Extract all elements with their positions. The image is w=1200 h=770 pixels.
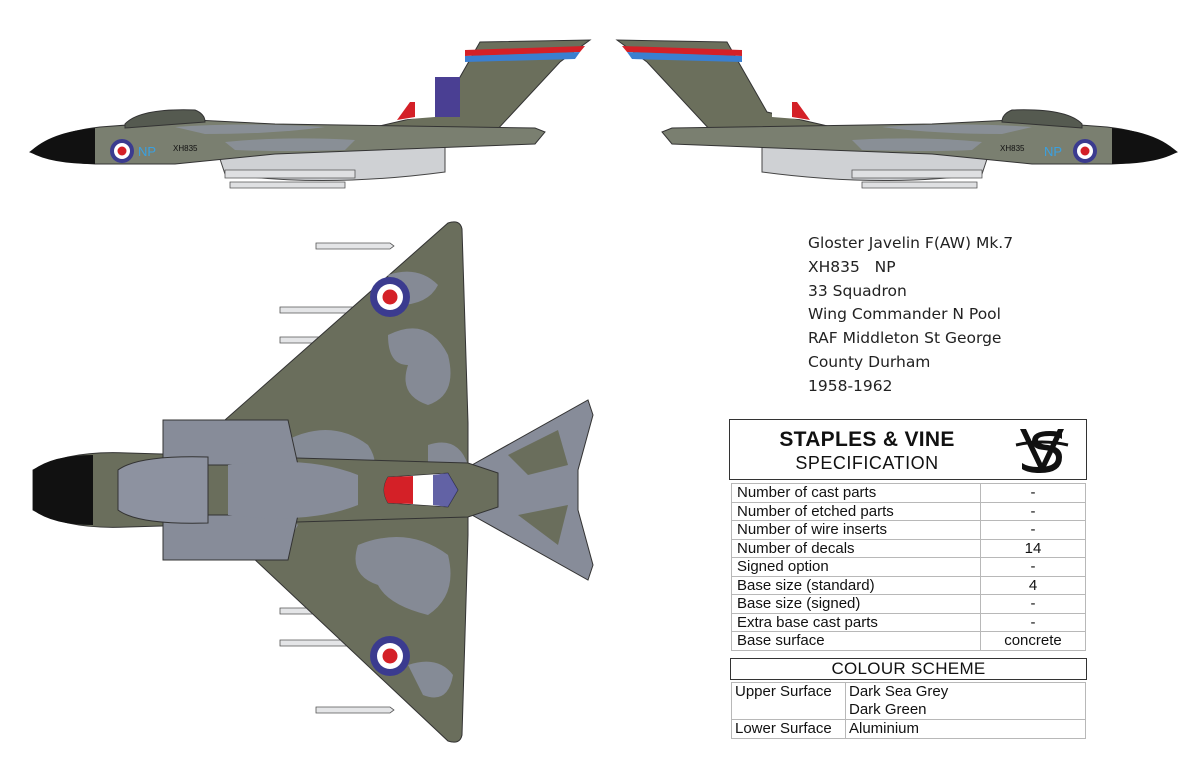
lower-surface-label: Lower Surface xyxy=(731,719,846,739)
side-right-missiles xyxy=(851,169,983,189)
spec-label: Number of cast parts xyxy=(731,483,981,503)
spec-header: STAPLES & VINE SPECIFICATION xyxy=(729,419,1087,480)
side-view-left: NP XH835 xyxy=(29,39,592,189)
side-left-canopy xyxy=(124,109,206,129)
plan-view xyxy=(32,221,594,743)
spec-label: Number of decals xyxy=(731,538,981,558)
table-row: Number of wire inserts- xyxy=(731,520,1086,540)
aircraft-info: Gloster Javelin F(AW) Mk.7 XH835 NP 33 S… xyxy=(808,232,1108,399)
side-right-nose xyxy=(1112,128,1177,164)
upper-surface-label: Upper Surface xyxy=(731,682,846,720)
spec-label: Signed option xyxy=(731,557,981,577)
spec-label: Extra base cast parts xyxy=(731,612,981,632)
staples-vine-monogram-icon xyxy=(1015,429,1069,473)
side-left-code: NP xyxy=(138,144,156,159)
spec-value: - xyxy=(980,483,1086,503)
table-row: Upper Surface Dark Sea Grey Dark Green xyxy=(731,682,1086,720)
spec-value: - xyxy=(980,557,1086,577)
spec-value: - xyxy=(980,612,1086,632)
plan-roundel-lower xyxy=(370,636,410,676)
side-left-missiles xyxy=(224,169,356,189)
aircraft-pilot: Wing Commander N Pool xyxy=(808,305,1001,324)
plan-nose xyxy=(33,455,93,525)
side-right-serial: XH835 xyxy=(1000,144,1025,153)
side-left-serial: XH835 xyxy=(173,144,198,153)
spec-value: concrete xyxy=(980,631,1086,651)
colour-scheme-title: COLOUR SCHEME xyxy=(730,658,1087,680)
table-row: Base size (standard)4 xyxy=(731,575,1086,595)
side-view-right: NP XH835 xyxy=(615,39,1178,189)
lower-surface-colour: Aluminium xyxy=(845,719,1086,739)
side-left-nose xyxy=(30,128,95,164)
spec-value: 4 xyxy=(980,575,1086,595)
spec-label: Number of wire inserts xyxy=(731,520,981,540)
table-row: Base size (signed)- xyxy=(731,594,1086,614)
spec-table: Number of cast parts- Number of etched p… xyxy=(731,483,1086,651)
table-row: Signed option- xyxy=(731,557,1086,577)
table-row: Extra base cast parts- xyxy=(731,612,1086,632)
aircraft-squadron: 33 Squadron xyxy=(808,281,907,300)
side-right-canopy xyxy=(1001,109,1083,129)
spec-label: Number of etched parts xyxy=(731,501,981,521)
spec-label: Base size (standard) xyxy=(731,575,981,595)
upper-colour-2: Dark Green xyxy=(849,701,927,718)
aircraft-years: 1958-1962 xyxy=(808,376,893,395)
spec-label: Base surface xyxy=(731,631,981,651)
brand-title: STAPLES & VINE xyxy=(779,428,955,451)
spec-subtitle: SPECIFICATION xyxy=(795,453,939,473)
upper-surface-colours: Dark Sea Grey Dark Green xyxy=(845,682,1086,720)
spec-value: - xyxy=(980,520,1086,540)
spec-value: - xyxy=(980,501,1086,521)
aircraft-type: Gloster Javelin F(AW) Mk.7 xyxy=(808,234,1014,252)
plan-canopy xyxy=(117,456,209,524)
aircraft-base: RAF Middleton St George xyxy=(808,329,1002,348)
spec-value: - xyxy=(980,594,1086,614)
side-right-code: NP xyxy=(1044,144,1062,159)
spec-label: Base size (signed) xyxy=(731,594,981,614)
aircraft-county: County Durham xyxy=(808,352,931,371)
table-row: Lower Surface Aluminium xyxy=(731,719,1086,739)
aircraft-serial-code: XH835 NP xyxy=(808,257,896,276)
table-row: Number of etched parts- xyxy=(731,501,1086,521)
plan-roundel-upper xyxy=(370,277,410,317)
colour-scheme-table: Upper Surface Dark Sea Grey Dark Green L… xyxy=(731,682,1086,739)
table-row: Number of cast parts- xyxy=(731,483,1086,503)
upper-colour-1: Dark Sea Grey xyxy=(849,683,949,700)
spec-value: 14 xyxy=(980,538,1086,558)
